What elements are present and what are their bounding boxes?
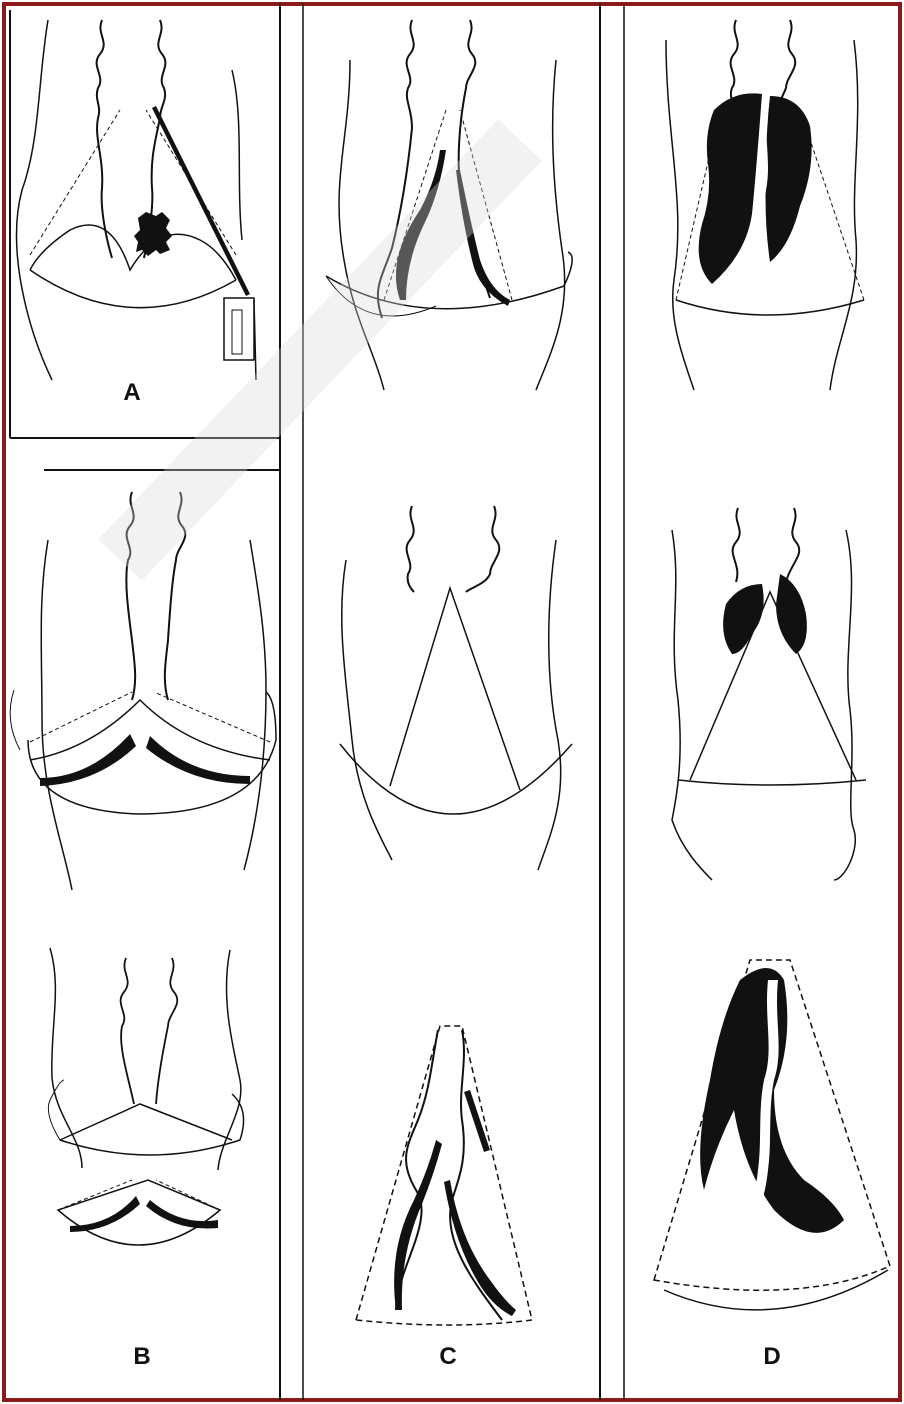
panel-d-middle-diagram (672, 508, 866, 880)
panel-label-c: C (439, 1343, 456, 1370)
panel-d-bottom-diagram (654, 960, 890, 1310)
panel-label-d: D (763, 1343, 780, 1370)
biopsy-instrument-icon (152, 106, 250, 296)
panel-c-bottom-diagram (356, 1026, 532, 1325)
panel-label-b: B (133, 1343, 150, 1370)
pigment-lesion (134, 212, 172, 256)
panel-a-diagram (17, 20, 256, 380)
panel-b-bottom-diagram (48, 948, 243, 1245)
panel-label-a: A (123, 379, 140, 406)
panel-c-middle-diagram (340, 506, 572, 870)
watermark (120, 140, 520, 560)
panel-d-top-diagram (666, 20, 864, 390)
